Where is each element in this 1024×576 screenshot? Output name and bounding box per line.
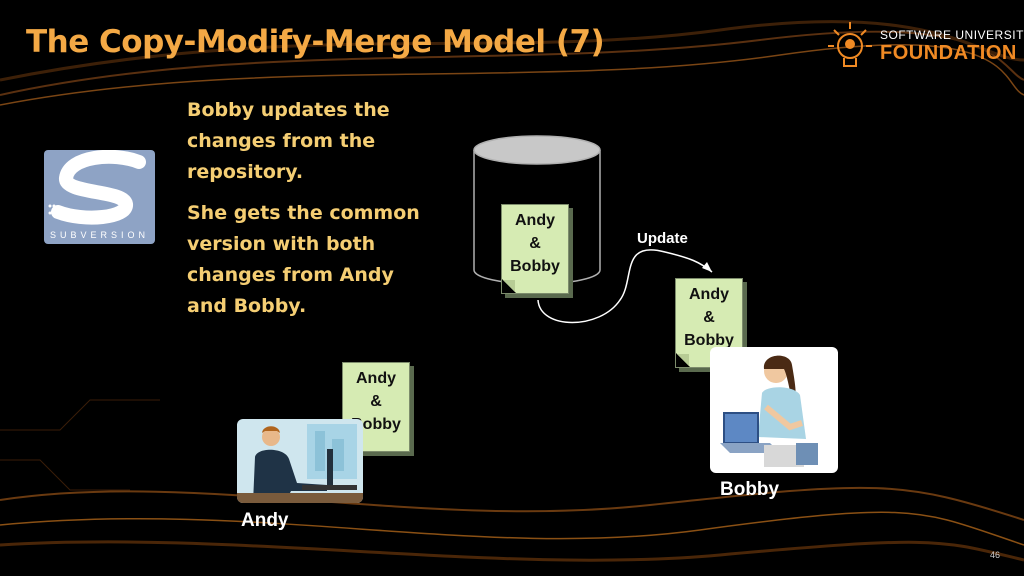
slide-title: The Copy-Modify-Merge Model (7) — [26, 24, 605, 60]
body-text: Bobby updates the changes from the repos… — [187, 95, 437, 332]
bobby-illustration — [710, 347, 838, 473]
software-university-logo: SOFTWARE UNIVERSITY FOUNDATION — [826, 12, 1024, 82]
logo-line1: SOFTWARE UNIVERSITY — [880, 28, 1024, 42]
subversion-wordmark: SUBVERSION — [49, 230, 149, 240]
doc-line: & — [370, 393, 382, 410]
doc-line: Bobby — [351, 416, 401, 433]
page-fold-inner — [677, 354, 689, 366]
document-bobby: Andy & Bobby — [675, 278, 743, 368]
doc-line: Bobby — [684, 332, 734, 349]
paragraph-1: Bobby updates the changes from the repos… — [187, 99, 390, 183]
logo-line2: FOUNDATION — [880, 42, 1017, 64]
subversion-logo: SUBVERSION — [44, 149, 155, 244]
update-label: Update — [637, 230, 688, 247]
andy-label: Andy — [241, 510, 289, 531]
andy-illustration — [237, 419, 363, 503]
update-arrow — [537, 249, 713, 324]
lightbulb-icon — [828, 22, 872, 67]
bobby-label: Bobby — [720, 479, 780, 500]
page-number: 46 — [990, 550, 1001, 560]
paragraph-2: She gets the common version with both ch… — [187, 202, 420, 317]
doc-line: & — [529, 235, 541, 252]
man-at-computer-icon — [237, 424, 363, 503]
repository-label: Repository — [497, 172, 577, 189]
doc-line: Andy — [356, 370, 396, 387]
woman-at-computer-icon — [720, 355, 818, 467]
doc-line: Andy — [689, 286, 729, 303]
subversion-s-icon — [48, 149, 146, 225]
page-fold-inner — [503, 280, 515, 292]
document-repository: Andy & Bobby — [501, 204, 569, 294]
doc-line: & — [703, 309, 715, 326]
update-arrowhead — [702, 262, 712, 272]
doc-line: Bobby — [510, 258, 560, 275]
doc-line: Andy — [515, 212, 555, 229]
